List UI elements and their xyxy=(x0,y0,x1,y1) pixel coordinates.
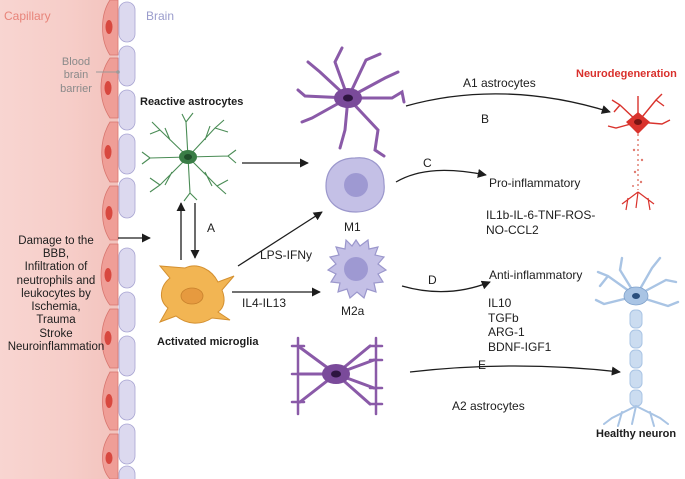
bbb-label: Blood brain barrier xyxy=(60,56,92,95)
arrow-label-c: C xyxy=(423,156,432,170)
arrow-label-b: B xyxy=(481,112,490,126)
endothelial-nuclei xyxy=(104,20,113,464)
a2-astrocyte-nucleus xyxy=(331,370,341,378)
arrow-label-d: D xyxy=(428,273,437,287)
pro-inflammatory-label: Pro-inflammatory xyxy=(489,176,581,190)
arrow-label-e: E xyxy=(478,358,487,372)
healthy-neuron xyxy=(594,256,680,427)
m2a-cell xyxy=(326,238,388,300)
activated-microglia-nucleus xyxy=(180,287,204,305)
m1-nucleus xyxy=(344,173,368,197)
il4-il13-label: IL4-IL13 xyxy=(242,296,287,310)
a1-astrocyte-cell xyxy=(296,46,406,158)
healthy-neuron-label: Healthy neuron xyxy=(596,428,677,440)
bbb-pointer-dot xyxy=(116,70,120,74)
a1-astrocytes-label: A1 astrocytes xyxy=(463,76,536,90)
reactive-astrocyte-cell xyxy=(141,112,237,202)
anti-inflammatory-markers: IL10 TGFb ARG-1 BDNF-IGF1 xyxy=(488,296,552,354)
a1-astrocyte-nucleus xyxy=(343,94,353,102)
arrow-m1-to-pro xyxy=(395,168,487,183)
capillary-region xyxy=(0,0,118,479)
arrow-lps-to-m1 xyxy=(237,211,323,267)
a2-astrocytes-label: A2 astrocytes xyxy=(452,399,525,413)
activated-microglia-label: Activated microglia xyxy=(157,336,259,348)
a2-vessel-endfeet xyxy=(290,336,384,416)
m1-label: M1 xyxy=(344,220,361,234)
lps-ifny-label: LPS-IFNy xyxy=(260,248,313,262)
arrows xyxy=(118,93,621,376)
arrow-label-a: A xyxy=(207,221,216,235)
anti-inflammatory-label: Anti-inflammatory xyxy=(489,268,583,282)
capillary-label: Capillary xyxy=(4,9,51,23)
arrow-m2a-to-anti xyxy=(401,280,491,293)
arrow-a2-to-healthy xyxy=(409,365,621,376)
m2a-label: M2a xyxy=(341,304,365,318)
brain-label: Brain xyxy=(146,9,175,23)
neurodegeneration-label: Neurodegeneration xyxy=(576,68,677,80)
injury-text: Damage to the BBB, Infiltration of neutr… xyxy=(7,235,105,353)
reactive-astrocyte-nucleus xyxy=(184,154,192,160)
reactive-astrocytes-label: Reactive astrocytes xyxy=(140,96,244,108)
degenerating-neuron xyxy=(607,93,671,211)
arrow-a1-to-neurodegeneration xyxy=(405,93,611,114)
bbb-brain-cells xyxy=(118,1,136,479)
pro-inflammatory-markers: IL1b-IL-6-TNF-ROS- NO-CCL2 xyxy=(486,208,596,237)
